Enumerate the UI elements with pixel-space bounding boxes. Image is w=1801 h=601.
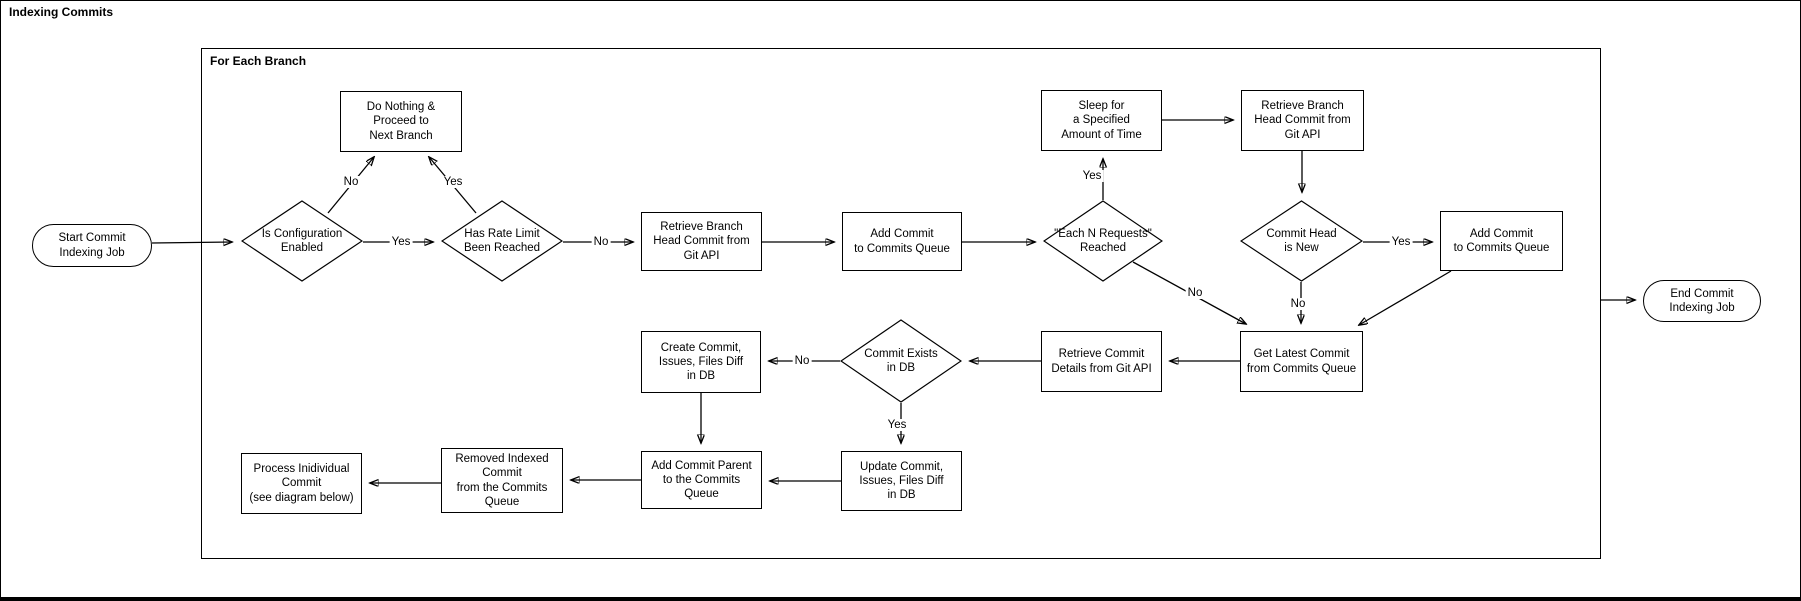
node-label: Add Commit Parent to the Commits Queue [651, 459, 752, 501]
edge-add-commit-2-to-get-latest-commit [1359, 270, 1452, 325]
node-label: Add Commit to Commits Queue [1453, 227, 1550, 254]
edge-label-config-yes: Yes [389, 236, 413, 248]
edge-label-commit-exists-no: No [792, 355, 812, 367]
node-label: Start Commit Indexing Job [58, 232, 126, 259]
edge-label-each-n-no: No [1185, 287, 1205, 299]
node-label: Retrieve Branch Head Commit from Git API [1254, 100, 1351, 141]
node-label: Process Inidividual Commit (see diagram … [249, 463, 354, 504]
edge-label-commit-exists-yes: Yes [885, 419, 909, 431]
node-add-commit-parent-to-queue: Add Commit Parent to the Commits Queue [641, 451, 762, 509]
node-retrieve-branch-head-commit-2: Retrieve Branch Head Commit from Git API [1241, 90, 1364, 151]
for-each-branch-container: For Each Branch [201, 48, 1601, 559]
node-add-commit-to-commits-queue-1: Add Commit to Commits Queue [842, 212, 962, 271]
diamond-shape [1240, 200, 1363, 282]
diamond-shape [840, 319, 962, 403]
node-label: Commit Head is New [1266, 227, 1337, 254]
node-label: Retrieve Branch Head Commit from Git API [653, 221, 750, 262]
node-commit-head-is-new: Commit Head is New [1240, 200, 1363, 282]
node-sleep-specified-amount-of-time: Sleep for a Specified Amount of Time [1041, 90, 1162, 151]
node-add-commit-to-commits-queue-2: Add Commit to Commits Queue [1440, 211, 1563, 271]
edge-label-each-n-yes: Yes [1080, 170, 1104, 182]
bottom-border-line [1, 597, 1800, 600]
node-each-n-requests-reached: "Each N Requests" Reached [1043, 200, 1163, 282]
node-label: Has Rate Limit Been Reached [463, 227, 541, 254]
edge-label-commit-head-yes: Yes [1389, 236, 1413, 248]
diamond-shape [1043, 200, 1163, 282]
node-label: Add Commit to Commits Queue [854, 228, 950, 255]
node-label: Is Configuration Enabled [261, 227, 343, 254]
for-each-branch-label: For Each Branch [210, 54, 307, 68]
edge-label-commit-head-no: No [1288, 298, 1308, 310]
node-process-individual-commit: Process Inidividual Commit (see diagram … [241, 453, 362, 514]
node-label: Get Latest Commit from Commits Queue [1246, 348, 1357, 375]
node-get-latest-commit-from-queue: Get Latest Commit from Commits Queue [1240, 331, 1363, 392]
diamond-shape [441, 200, 563, 282]
node-start-commit-indexing-job: Start Commit Indexing Job [32, 224, 152, 267]
node-label: End Commit Indexing Job [1669, 287, 1735, 314]
node-label: Update Commit, Issues, Files Diff in DB [859, 460, 944, 502]
node-label: "Each N Requests" Reached [1054, 227, 1152, 254]
node-label: Do Nothing & Proceed to Next Branch [366, 101, 436, 142]
diagram-title: Indexing Commits [9, 5, 114, 19]
node-label: Retrieve Commit Details from Git API [1051, 348, 1152, 375]
node-is-configuration-enabled: Is Configuration Enabled [241, 200, 363, 282]
node-retrieve-branch-head-commit-1: Retrieve Branch Head Commit from Git API [641, 212, 762, 271]
node-removed-indexed-commit: Removed Indexed Commit from the Commits … [441, 448, 563, 513]
node-label: Sleep for a Specified Amount of Time [1061, 100, 1142, 141]
node-label: Commit Exists in DB [864, 347, 938, 374]
node-retrieve-commit-details: Retrieve Commit Details from Git API [1041, 331, 1162, 392]
edge-label-rate-limit-yes: Yes [441, 176, 465, 188]
node-label: Removed Indexed Commit from the Commits … [455, 453, 549, 508]
node-commit-exists-in-db: Commit Exists in DB [840, 319, 962, 403]
diamond-shape [241, 200, 363, 282]
edge-start-to-is-configuration-enabled [151, 242, 232, 243]
node-do-nothing-proceed-next-branch: Do Nothing & Proceed to Next Branch [340, 91, 462, 152]
node-create-commit-issues-files-diff: Create Commit, Issues, Files Diff in DB [641, 331, 761, 393]
node-label: Create Commit, Issues, Files Diff in DB [658, 341, 744, 383]
node-end-commit-indexing-job: End Commit Indexing Job [1643, 280, 1761, 322]
node-update-commit-issues-files-diff: Update Commit, Issues, Files Diff in DB [841, 451, 962, 511]
edge-label-rate-limit-no: No [591, 236, 611, 248]
node-has-rate-limit-been-reached: Has Rate Limit Been Reached [441, 200, 563, 282]
edge-label-config-no: No [341, 176, 361, 188]
